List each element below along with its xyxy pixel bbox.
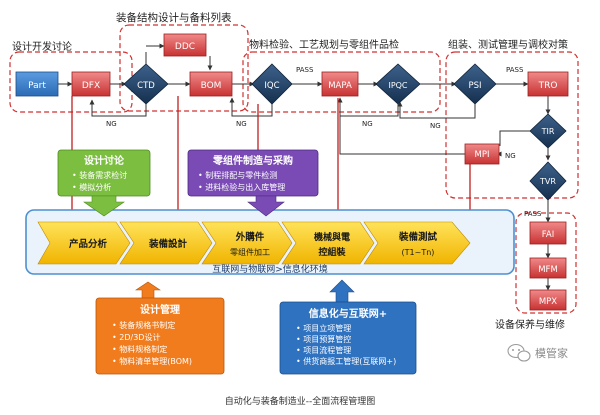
group-title-equipment: 装备结构设计与备料列表 [116,11,232,24]
pass-label-1: PASS [296,66,314,74]
group-title-design: 设计开发讨论 [12,40,72,53]
group-border-inspection [242,51,441,113]
node-ddc-label: DDC [175,42,195,52]
node-ctd: CTD [123,63,169,105]
arrow-stage-5-line2: (T1~Tn) [402,248,435,257]
arrow-stage-5: 裝備測試 (T1~Tn) [363,221,471,265]
purple-box-item-1: • 制程排配与零件检测 [198,170,277,180]
node-fai: FAI [529,221,567,245]
node-mfm: MFM [529,257,567,279]
arrow-stage-5-line1: 裝備測試 [398,231,438,243]
ng-label-2: NG [236,120,247,128]
green-box-title: 设计讨论 [84,154,125,167]
node-tir: TIR [529,113,567,149]
arrow-stage-4-line1: 機械與電 [314,231,350,243]
node-psi-label: PSI [468,81,481,91]
blue-box-arrow [329,279,355,303]
orange-box-item-1: • 装备规格书制定 [112,320,175,330]
node-ipqc-label: IPQC [388,81,407,90]
node-fai-label: FAI [542,230,554,240]
watermark-text: 模管家 [535,346,568,360]
node-bom-label: BOM [201,81,222,91]
orange-box-item-2: • 2D/3D设计 [112,332,160,342]
node-psi: PSI [453,63,497,105]
node-part: Part [15,71,59,97]
group-border-equipment [119,24,249,112]
arrow-stage-3: 外購件 零组件加工 [201,221,293,265]
node-tvr-label: TVR [539,177,556,186]
group-border-assembly [445,51,579,199]
caption: 自动化与装备制造业--全面流程管理图 [225,395,376,407]
blue-box-item-3: • 项目流程管理 [296,345,351,355]
blue-box: 信息化与互联网+ • 项目立项管理 • 项目预算管控 • 项目流程管理 • 供货… [279,279,417,375]
blue-box-item-4: • 供货商报工管理(互联网+) [296,356,396,366]
blue-box-item-1: • 项目立项管理 [296,323,351,333]
ng-label-1: NG [106,120,117,128]
node-dfx: DFX [71,71,111,97]
node-tro: TRO [527,71,569,97]
node-bom: BOM [189,71,233,97]
green-box-item-1: • 装备需求检讨 [72,170,127,180]
arrow-stage-1-line1: 产品分析 [69,238,108,250]
watermark: 模管家 [507,343,568,362]
arrow-stage-2-line1: 装備設計 [148,238,188,250]
purple-box-title: 零组件制造与采购 [212,154,293,167]
blue-box-item-2: • 项目预算管控 [296,334,351,344]
ng-label-5: NG [505,152,516,160]
orange-box-item-3: • 物料规格制定 [112,344,167,354]
node-tro-label: TRO [538,81,558,91]
arrow-stage-2: 装備設計 [119,221,213,265]
green-box-item-2: • 模拟分析 [72,182,111,192]
node-ctd-label: CTD [137,81,155,91]
group-title-inspection: 物料检验、工艺规划与零组件品检 [249,38,399,51]
blue-box-title: 信息化与互联网+ [309,307,387,320]
purple-box-item-2: • 进料检验与出入库管理 [198,182,285,192]
node-dfx-label: DFX [82,81,100,91]
node-tir-label: TIR [541,127,555,136]
group-title-assembly: 组装、测试管理与调校对策 [448,38,568,51]
node-mpi-label: MPI [475,150,490,160]
orange-box: 设计管理 • 装备规格书制定 • 2D/3D设计 • 物料规格制定 • 物料清单… [95,281,225,375]
arrow-stage-1: 产品分析 [37,221,131,265]
node-iqc-label: IQC [264,81,279,91]
node-tvr: TVR [529,161,567,201]
green-box-arrow [83,195,125,217]
purple-box: 零组件制造与采购 • 制程排配与零件检测 • 进料检验与出入库管理 [187,149,319,217]
node-part-label: Part [28,81,46,91]
group-border-maintenance [515,212,577,314]
green-box: 设计讨论 • 装备需求检讨 • 模拟分析 [57,149,151,217]
arrow-stage-4-line2: 控組裝 [318,246,346,258]
ng-label-4: NG [430,122,441,130]
pass-label-3: PASS [524,210,542,218]
node-mfm-label: MFM [538,265,558,275]
orange-box-item-4: • 物料清单管理(BOM) [112,356,192,366]
arrow-stage-3-line2: 零组件加工 [230,247,270,257]
node-mapa: MAPA [321,71,359,97]
node-mapa-label: MAPA [328,81,352,91]
arrow-stage-3-line1: 外購件 [235,231,265,243]
platform-label: 互联网与物联网>信息化环境 [212,263,328,275]
node-mpi: MPI [464,143,500,165]
purple-box-arrow [247,195,285,217]
node-mpx-label: MPX [539,297,557,307]
node-mpx: MPX [529,289,567,311]
pass-label-2: PASS [506,66,524,74]
arrow-stage-4: 機械與電 控組裝 [281,221,375,265]
orange-box-arrow [135,281,161,299]
node-ddc: DDC [163,33,207,57]
orange-box-title: 设计管理 [140,303,180,316]
node-iqc: IQC [251,63,293,105]
group-title-maintenance: 设备保养与维修 [495,318,565,331]
wechat-icon [507,343,531,362]
ng-label-3: NG [362,120,373,128]
node-ipqc: IPQC [375,63,421,105]
